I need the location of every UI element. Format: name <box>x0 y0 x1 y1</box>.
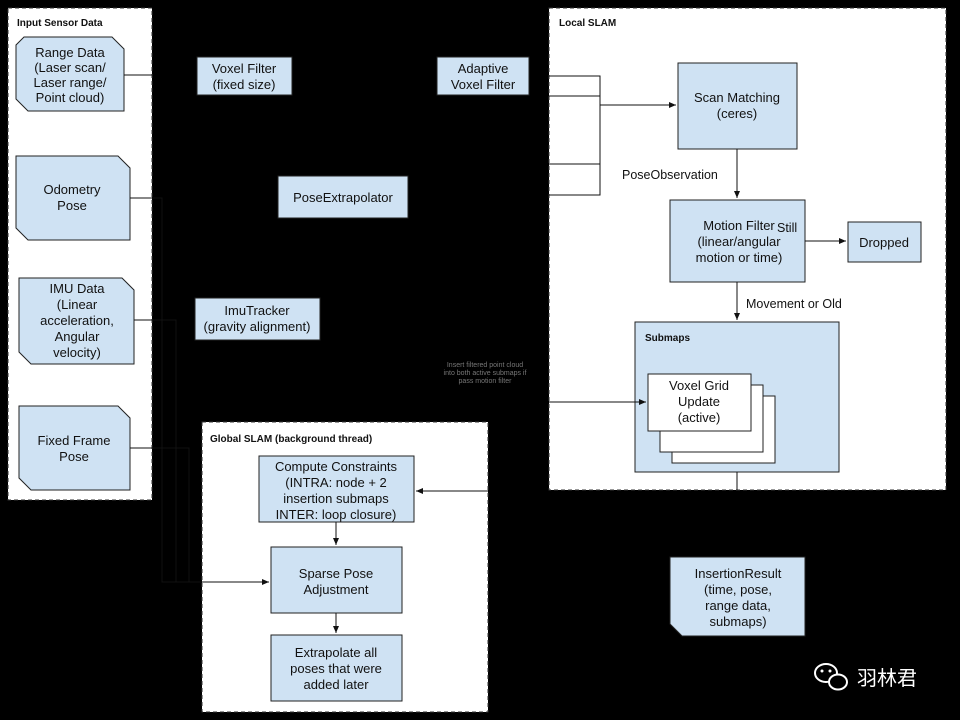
dropped-node: Dropped <box>847 221 922 263</box>
local-slam-title: Local SLAM <box>559 18 616 29</box>
edge-odometry-to-spa <box>130 197 269 585</box>
watermark-text: 羽林君 <box>857 666 917 690</box>
input-sensor-data-title: Input Sensor Data <box>17 18 103 29</box>
svg-text:InsertionResult(time, pose,ran: InsertionResult(time, pose,range data,su… <box>695 566 782 629</box>
voxel-filter-node: Voxel Filter(fixed size) <box>196 56 293 96</box>
imu-tracker-node: ImuTracker(gravity alignment) <box>194 297 321 341</box>
edge-label-still: Still <box>777 221 797 235</box>
edge-label-pose-observation: PoseObservation <box>622 168 718 182</box>
insertion-result-node: InsertionResult(time, pose,range data,su… <box>669 556 806 637</box>
svg-text:PoseExtrapolator: PoseExtrapolator <box>293 190 393 205</box>
edge-pose-prediction-2 <box>549 164 601 196</box>
submaps-title: Submaps <box>645 333 690 344</box>
edge-imu-to-spa <box>134 319 177 582</box>
svg-text:Compute Constraints(INTRA: nod: Compute Constraints(INTRA: node + 2inser… <box>275 459 398 522</box>
svg-text:Dropped: Dropped <box>859 235 909 250</box>
pose-extrapolator-node: PoseExtrapolator <box>277 175 409 219</box>
svg-text:Voxel Filter(fixed size): Voxel Filter(fixed size) <box>212 61 277 92</box>
edge-fixed-frame-to-spa <box>130 447 190 582</box>
edge-label-movement-or-old: Movement or Old <box>746 297 842 311</box>
scan-matching-node: Scan Matching(ceres) <box>677 62 798 150</box>
connectors <box>124 74 846 633</box>
svg-text:Range Data(Laser scan/Laser ra: Range Data(Laser scan/Laser range/Point … <box>34 45 107 105</box>
edge-adaptive-to-scan-matching <box>549 75 676 108</box>
svg-text:ImuTracker(gravity alignment): ImuTracker(gravity alignment) <box>204 303 311 334</box>
global-slam-title: Global SLAM (background thread) <box>210 434 372 445</box>
svg-text:Scan Matching(ceres): Scan Matching(ceres) <box>694 90 780 121</box>
wechat-watermark: 羽林君 <box>814 663 917 691</box>
range-data-node: Range Data(Laser scan/Laser range/Point … <box>15 36 125 112</box>
wechat-icon <box>814 663 848 691</box>
